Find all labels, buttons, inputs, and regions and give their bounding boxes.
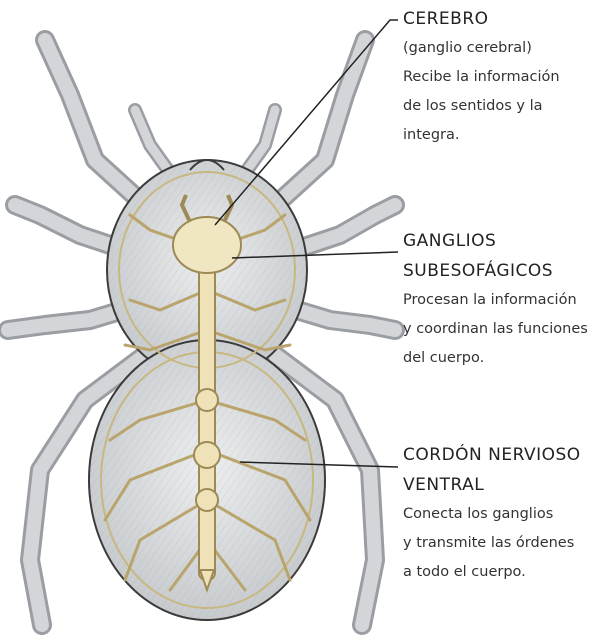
label-cordon: CORDÓN NERVIOSO VENTRAL Conecta los gang… [403,440,603,587]
label-cerebro-desc-1: Recibe la información [403,63,603,92]
label-cerebro-desc-3: integra. [403,121,603,150]
label-cordon-desc-3: a todo el cuerpo. [403,558,603,587]
cord-ganglion-3 [196,489,218,511]
label-cerebro-subtitle: (ganglio cerebral) [403,34,603,63]
label-cordon-desc-1: Conecta los ganglios [403,500,603,529]
label-ganglios-desc-1: Procesan la información [403,286,603,315]
cord-ganglion-2 [194,442,220,468]
label-ganglios-desc-3: del cuerpo. [403,344,603,373]
label-cerebro-title: CEREBRO [403,4,603,34]
label-ganglios-desc-2: y coordinan las funciones [403,315,603,344]
label-cerebro: CEREBRO (ganglio cerebral) Recibe la inf… [403,4,603,150]
label-ganglios: GANGLIOS SUBESOFÁGICOS Procesan la infor… [403,226,603,373]
label-cerebro-desc-2: de los sentidos y la [403,92,603,121]
label-cordon-title-2: VENTRAL [403,470,603,500]
label-ganglios-title-2: SUBESOFÁGICOS [403,256,603,286]
cord-ganglion-1 [196,389,218,411]
label-cordon-title-1: CORDÓN NERVIOSO [403,440,603,470]
label-ganglios-title-1: GANGLIOS [403,226,603,256]
label-cordon-desc-2: y transmite las órdenes [403,529,603,558]
